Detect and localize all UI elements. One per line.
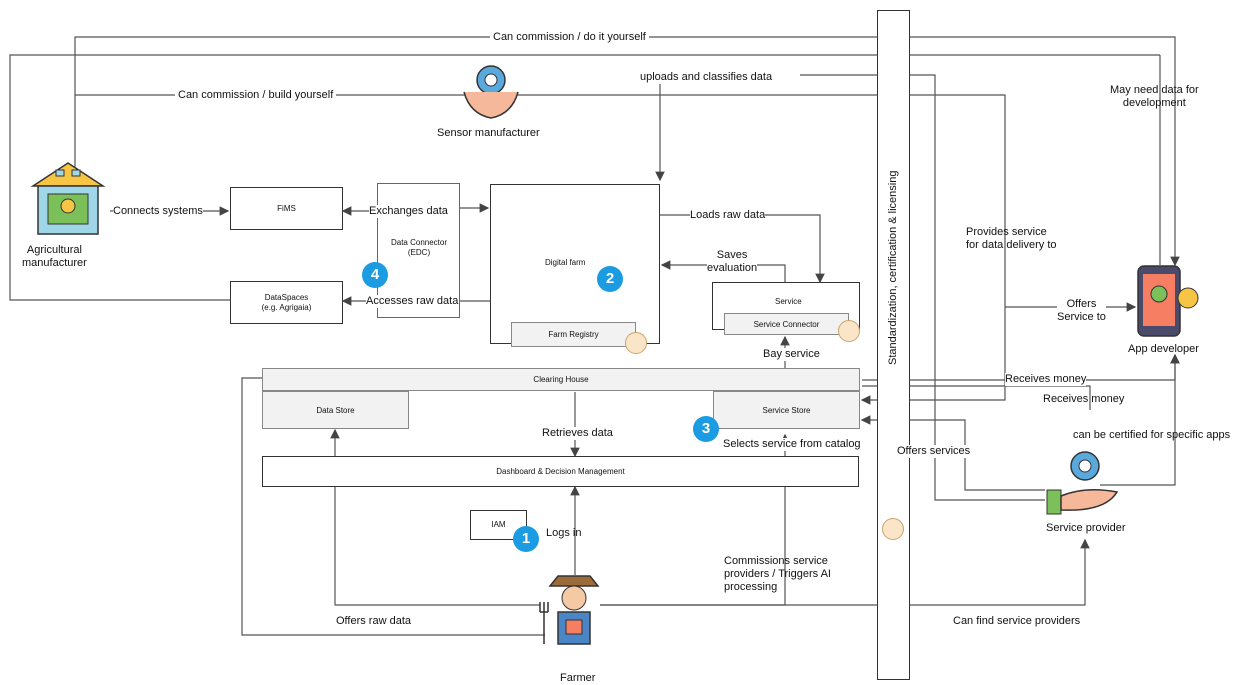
label-connects-systems: Connects systems xyxy=(113,205,203,218)
standardization-marker xyxy=(882,518,904,540)
label-accesses-raw: Accesses raw data xyxy=(366,295,459,308)
data-store-box: Data Store xyxy=(262,391,409,429)
factory-icon xyxy=(30,162,106,235)
label-offers-service-to: Offers Service to xyxy=(1057,298,1106,324)
label-receives-money-1: Receives money xyxy=(1005,373,1087,386)
farm-registry-label: Farm Registry xyxy=(548,330,599,339)
dashboard-label: Dashboard & Decision Management xyxy=(496,466,625,476)
label-can-find: Can find service providers xyxy=(953,615,1081,627)
farm-registry-box: Farm Registry xyxy=(511,322,636,347)
app-developer-label: App developer xyxy=(1128,343,1199,355)
label-can-commission-do: Can commission / do it yourself xyxy=(490,31,649,44)
standardization-column xyxy=(877,10,910,680)
data-store-label: Data Store xyxy=(316,405,355,415)
label-uploads-classifies: uploads and classifies data xyxy=(638,71,775,84)
phone-app-icon xyxy=(1137,265,1199,337)
dataspaces-box: DataSpaces (e.g. Agrigaia) xyxy=(230,281,343,324)
label-exchanges-data: Exchanges data xyxy=(369,205,448,218)
dataspaces-label: DataSpaces (e.g. Agrigaia) xyxy=(261,292,312,312)
service-hand-icon xyxy=(1046,451,1119,515)
badge-4: 4 xyxy=(362,262,388,288)
service-connector-label: Service Connector xyxy=(753,319,820,329)
digital-farm-label: Digital farm xyxy=(545,258,586,267)
badge-1: 1 xyxy=(513,526,539,552)
label-receives-money-2: Receives money xyxy=(1043,393,1125,405)
service-store-box: Service Store xyxy=(713,391,860,429)
badge-3: 3 xyxy=(693,416,719,442)
data-connector-label: Data Connector (EDC) xyxy=(390,238,448,257)
farmer-icon xyxy=(539,575,600,645)
service-label: Service xyxy=(775,297,802,306)
label-logs-in: Logs in xyxy=(546,527,582,539)
sensor-hands-icon xyxy=(463,65,519,119)
label-offers-raw: Offers raw data xyxy=(336,615,411,627)
service-store-label: Service Store xyxy=(762,405,811,415)
standardization-label: Standardization, certification & licensi… xyxy=(887,170,899,365)
label-bay-service: Bay service xyxy=(763,348,820,361)
service-connector-marker xyxy=(838,320,860,342)
label-saves-evaluation: Saves evaluation xyxy=(707,249,758,275)
label-loads-raw: Loads raw data xyxy=(690,209,766,222)
farmer-label: Farmer xyxy=(560,672,596,684)
service-connector-box: Service Connector xyxy=(724,313,849,335)
label-offers-services: Offers services xyxy=(897,445,971,458)
sensor-manufacturer-label: Sensor manufacturer xyxy=(437,127,540,139)
label-retrieves-data: Retrieves data xyxy=(542,427,613,440)
badge-2: 2 xyxy=(597,266,623,292)
fims-label: FiMS xyxy=(277,203,296,213)
label-provides-service: Provides service for data delivery to xyxy=(966,226,1057,251)
agricultural-manufacturer-label: Agricultural manufacturer xyxy=(22,244,87,269)
label-selects-service: Selects service from catalog xyxy=(723,438,861,451)
label-can-commission-build: Can commission / build yourself xyxy=(175,89,337,102)
clearing-house-box: Clearing House xyxy=(262,368,860,391)
fims-box: FiMS xyxy=(230,187,343,230)
label-may-need-data: May need data for development xyxy=(1110,84,1199,109)
label-commissions: Commissions service providers / Triggers… xyxy=(724,555,831,593)
digital-farm-box xyxy=(490,184,660,344)
clearing-house-label: Clearing House xyxy=(533,375,589,384)
service-provider-label: Service provider xyxy=(1046,522,1126,534)
dashboard-box: Dashboard & Decision Management xyxy=(262,456,859,487)
iam-label: IAM xyxy=(491,520,506,529)
farm-registry-marker xyxy=(625,332,647,354)
label-can-be-certified: can be certified for specific apps xyxy=(1073,429,1231,441)
